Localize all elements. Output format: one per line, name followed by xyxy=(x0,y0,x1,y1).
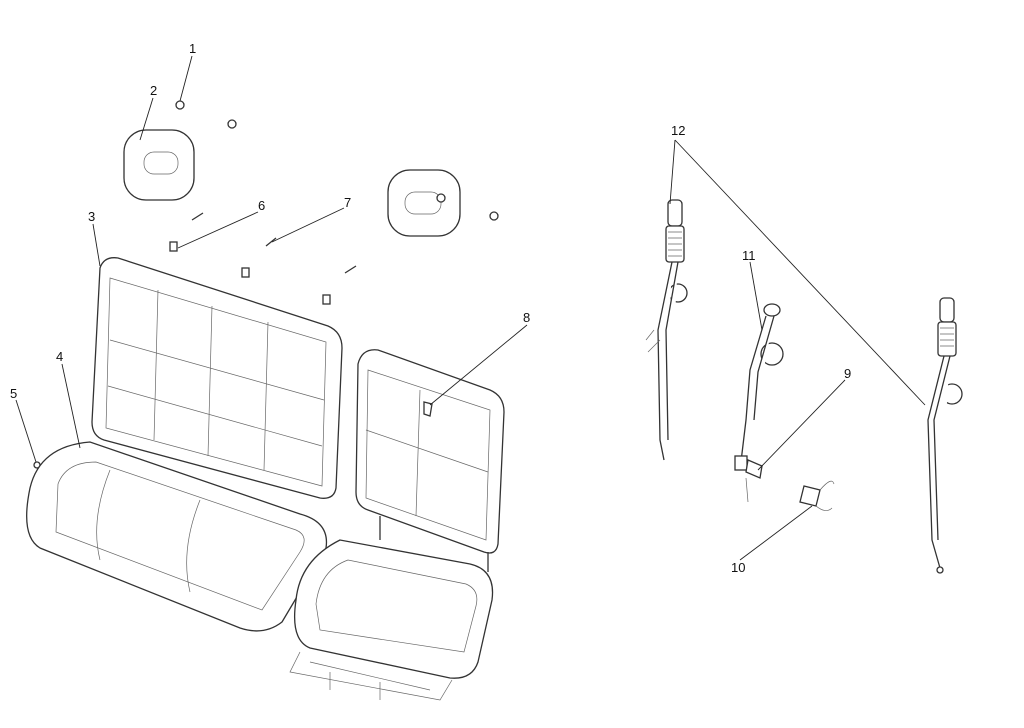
callout-12: 12 xyxy=(671,123,685,138)
callout-4: 4 xyxy=(56,349,63,364)
callout-5: 5 xyxy=(10,386,17,401)
callout-9: 9 xyxy=(844,366,851,381)
callout-7: 7 xyxy=(344,195,351,210)
leader-lines xyxy=(15,55,926,561)
seat-belt-right xyxy=(927,297,963,574)
callout-10: 10 xyxy=(731,560,745,575)
callout-1: 1 xyxy=(189,41,196,56)
seat-belt-left xyxy=(645,199,688,461)
headrest-right xyxy=(387,169,461,237)
callout-11: 11 xyxy=(742,248,756,263)
clip-8 xyxy=(423,401,433,417)
callout-2: 2 xyxy=(150,83,157,98)
callout-8: 8 xyxy=(523,310,530,325)
single-seat-cushion xyxy=(289,539,494,701)
headrest-left xyxy=(123,129,195,201)
callout-3: 3 xyxy=(88,209,95,224)
seat-belt-middle xyxy=(734,303,784,503)
single-seat-back xyxy=(355,349,505,572)
bench-seat-back xyxy=(91,257,343,499)
callout-6: 6 xyxy=(258,198,265,213)
buckle xyxy=(799,480,835,511)
